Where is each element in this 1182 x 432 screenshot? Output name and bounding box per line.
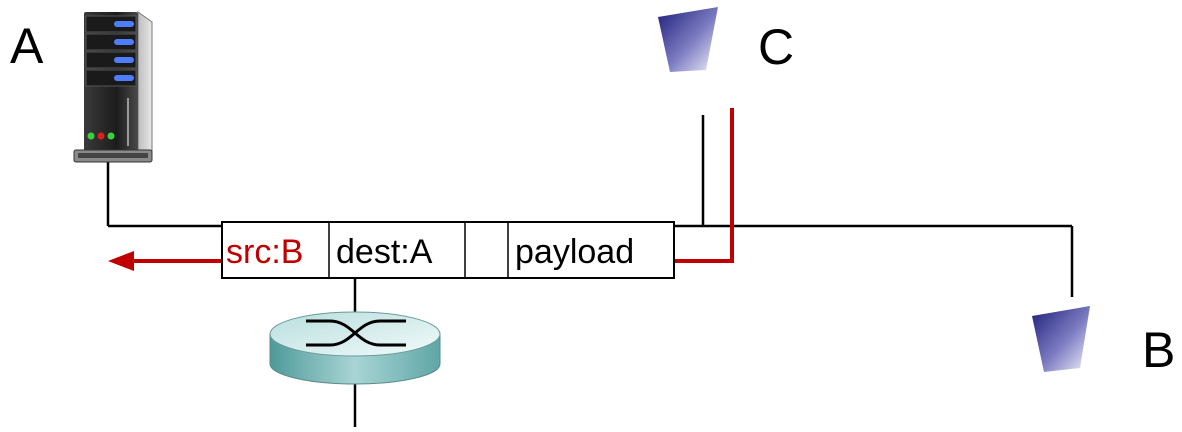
host-c-label: C <box>758 19 794 75</box>
network-wires <box>106 115 1074 427</box>
spoofed-path-from-c <box>674 108 734 263</box>
router-icon <box>269 311 441 385</box>
host-b-label: B <box>1142 322 1175 378</box>
spoofed-path <box>130 108 734 263</box>
host-c-icon <box>658 7 718 72</box>
arrow-head-left <box>108 251 134 271</box>
host-b-icon <box>1032 306 1090 372</box>
frame-box <box>221 221 675 279</box>
server-icon <box>73 11 153 163</box>
frame: src:B dest:A payload <box>221 221 675 279</box>
frame-payload-field: payload <box>515 233 634 271</box>
frame-src-field: src:B <box>226 233 303 271</box>
frame-dest-field: dest:A <box>336 233 433 271</box>
host-a-label: A <box>10 18 44 74</box>
